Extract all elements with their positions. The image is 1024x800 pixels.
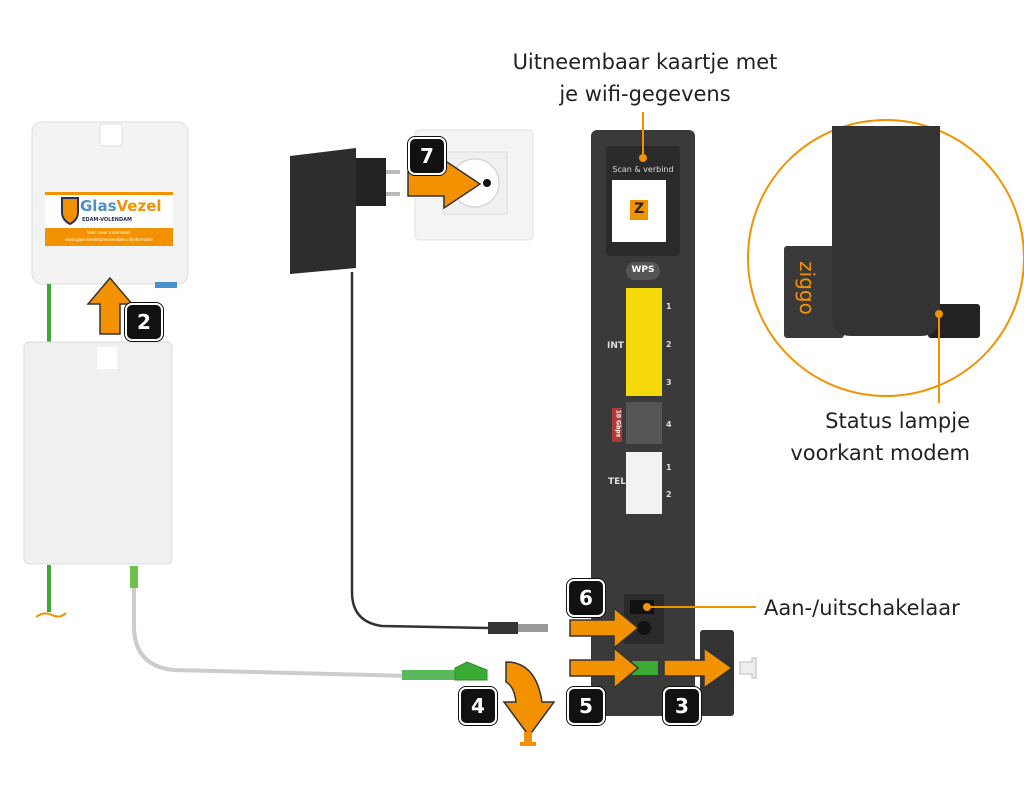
- fiber-cap: [739, 657, 757, 679]
- status-light-label-line1: Status lampje: [825, 409, 970, 433]
- wps-button[interactable]: WPS: [631, 265, 655, 275]
- int-port-2: 2: [666, 340, 672, 349]
- region-label: EDAM-VOLENDAM: [82, 217, 132, 223]
- step-badge-5: 5: [567, 687, 605, 725]
- int-port-1: 1: [666, 302, 672, 311]
- qr-label: Scan & verbind: [612, 165, 674, 174]
- ziggo-logo: ziggo: [794, 261, 819, 315]
- port-4: 4: [666, 420, 672, 429]
- status-light-zoom: [747, 119, 1024, 403]
- arrow-step-4: [502, 661, 556, 738]
- modem: [591, 130, 734, 716]
- step-badge-2: 2: [125, 303, 163, 341]
- wifi-card-label: Uitneembaar kaartje met je wifi-gegevens: [508, 46, 782, 110]
- arrow-step-3: [663, 646, 734, 690]
- step-badge-6: 6: [567, 579, 605, 617]
- step-badge-4: 4: [459, 687, 497, 725]
- tel-port-2: 2: [666, 490, 672, 499]
- arrow-step-5: [569, 646, 640, 690]
- info-line1: Voor meer informatie:: [87, 230, 131, 235]
- int-port-3: 3: [666, 378, 672, 387]
- power-switch-label: Aan-/uitschakelaar: [764, 596, 960, 620]
- int-label: INT: [607, 341, 625, 351]
- speed-label: 10 Gbps: [614, 409, 622, 438]
- patch-cable: [132, 566, 411, 678]
- power-adapter: [290, 148, 548, 634]
- glasvezel-logo: GlasVezel: [80, 197, 162, 215]
- wifi-card-label-line1: Uitneembaar kaartje met: [512, 50, 778, 74]
- info-line2: www.glasvezeledamvolendam.nl/informatie: [65, 237, 153, 242]
- step-badge-7: 7: [408, 137, 446, 175]
- brand-part1: Glas: [80, 197, 117, 215]
- tel-port-1: 1: [666, 463, 672, 472]
- arrow-step-6: [569, 606, 640, 650]
- step-badge-3: 3: [663, 687, 701, 725]
- qr-logo: Z: [634, 201, 645, 217]
- status-light-label-line2: voorkant modem: [790, 441, 970, 465]
- arrow-step-2: [86, 276, 134, 335]
- fiber-box-top: [31, 121, 189, 288]
- tel-label: TEL: [608, 477, 627, 487]
- wifi-card-label-line2: je wifi-gegevens: [559, 82, 731, 106]
- info-text: Voor meer informatie: www.glasvezeledamv…: [45, 229, 173, 243]
- status-light-label: Status lampje voorkant modem: [760, 405, 970, 469]
- brand-part2: Vezel: [116, 197, 162, 215]
- fiber-box-base: [23, 341, 173, 565]
